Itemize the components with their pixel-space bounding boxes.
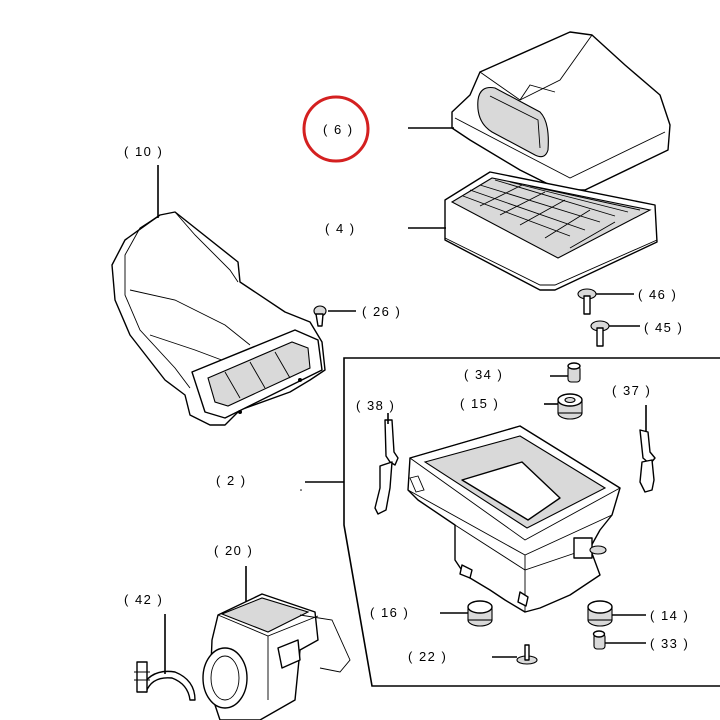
dot-mark bbox=[300, 489, 302, 491]
callout-38[interactable]: ( 38 ) bbox=[356, 398, 395, 413]
highlight-circle bbox=[302, 95, 370, 163]
part-14-grommet[interactable] bbox=[587, 600, 613, 627]
part-4-air-filter[interactable] bbox=[444, 171, 658, 291]
callout-33[interactable]: ( 33 ) bbox=[650, 636, 689, 651]
callout-2[interactable]: ( 2 ) bbox=[216, 473, 247, 488]
callout-26[interactable]: ( 26 ) bbox=[362, 304, 401, 319]
part-16-grommet[interactable] bbox=[467, 600, 493, 627]
callout-22[interactable]: ( 22 ) bbox=[408, 649, 447, 664]
part-20-air-flow-meter[interactable] bbox=[202, 593, 351, 720]
callout-6[interactable]: ( 6 ) bbox=[323, 122, 354, 137]
callout-15[interactable]: ( 15 ) bbox=[460, 396, 499, 411]
callout-16[interactable]: ( 16 ) bbox=[370, 605, 409, 620]
part-2-air-cleaner-case[interactable] bbox=[407, 425, 621, 613]
callout-37[interactable]: ( 37 ) bbox=[612, 383, 651, 398]
part-15-grommet[interactable] bbox=[557, 393, 583, 420]
part-46-bolt[interactable] bbox=[577, 288, 597, 315]
part-33-sleeve[interactable] bbox=[592, 630, 606, 650]
callout-45[interactable]: ( 45 ) bbox=[644, 320, 683, 335]
part-10-intake-duct[interactable] bbox=[111, 211, 326, 426]
part-42-hose-clamp[interactable] bbox=[134, 661, 196, 701]
callout-14[interactable]: ( 14 ) bbox=[650, 608, 689, 623]
callout-4[interactable]: ( 4 ) bbox=[325, 221, 356, 236]
callout-42[interactable]: ( 42 ) bbox=[124, 592, 163, 607]
assembly-box-2 bbox=[343, 357, 720, 687]
callout-46[interactable]: ( 46 ) bbox=[638, 287, 677, 302]
part-6-air-cleaner-cover[interactable] bbox=[451, 31, 671, 191]
callout-10[interactable]: ( 10 ) bbox=[124, 144, 163, 159]
callout-34[interactable]: ( 34 ) bbox=[464, 367, 503, 382]
part-22-pin[interactable] bbox=[516, 644, 538, 665]
callout-20[interactable]: ( 20 ) bbox=[214, 543, 253, 558]
part-38-clamp[interactable] bbox=[374, 419, 399, 515]
part-37-clamp[interactable] bbox=[639, 429, 656, 493]
part-45-bolt[interactable] bbox=[590, 320, 610, 347]
part-34-sleeve[interactable] bbox=[567, 362, 581, 383]
part-26-clip[interactable] bbox=[313, 305, 327, 327]
